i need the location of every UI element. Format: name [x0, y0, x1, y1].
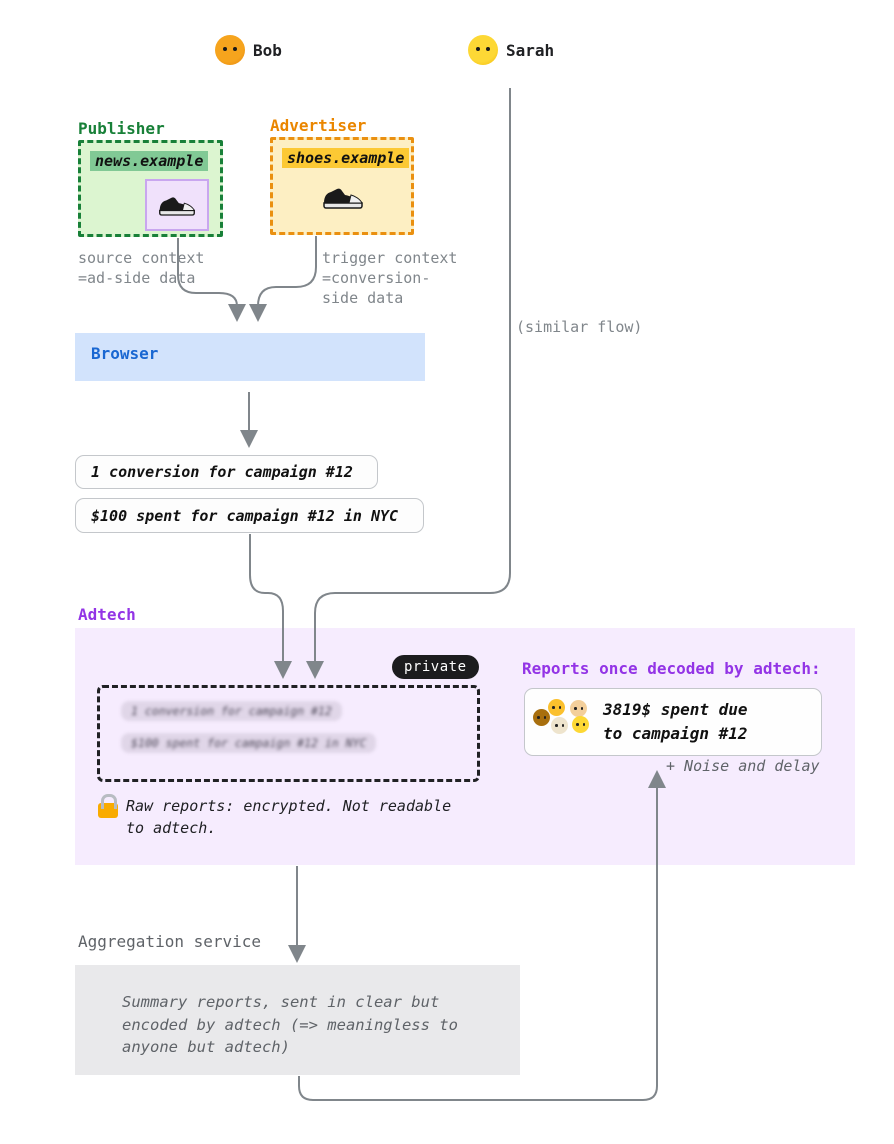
ad-slot [145, 179, 209, 231]
advertiser-box: shoes.example [270, 137, 414, 235]
person-face-icon [570, 700, 587, 717]
publisher-box: news.example [78, 140, 223, 237]
sneaker-icon [157, 193, 197, 217]
sneaker-icon [321, 184, 365, 210]
person-face-icon [572, 716, 589, 733]
private-badge: private [392, 655, 479, 679]
conversion-report-pill: 1 conversion for campaign #12 [75, 455, 378, 489]
publisher-site: news.example [90, 151, 209, 171]
aggregation-service-box: Summary reports, sent in clear but encod… [75, 965, 520, 1075]
bob-label: Bob [253, 41, 282, 60]
aggregation-service-title: Aggregation service [78, 932, 262, 951]
summary-reports-note: Summary reports, sent in clear but encod… [122, 993, 458, 1056]
publisher-title: Publisher [78, 119, 165, 138]
advertiser-site: shoes.example [282, 148, 410, 168]
sarah-label: Sarah [506, 41, 555, 60]
decoded-reports-heading: Reports once decoded by adtech: [522, 659, 821, 678]
raw-reports-note: Raw reports: encrypted. Not readable to … [126, 797, 452, 837]
decoded-report-text: 3819$ spent due to campaign #12 [603, 700, 748, 743]
trigger-context-note: trigger context =conversion- side data [322, 249, 458, 307]
advertiser-to-browser-line [257, 236, 317, 307]
person-face-icon [533, 709, 550, 726]
encrypted-report: $100 spent for campaign #12 in NYC [121, 733, 377, 753]
browser-title: Browser [91, 344, 159, 363]
encrypted-reports-frame: 1 conversion for campaign #12 $100 spent… [97, 685, 480, 782]
person-face-icon [548, 699, 565, 716]
adtech-title: Adtech [78, 605, 136, 624]
encrypted-report: 1 conversion for campaign #12 [121, 701, 342, 721]
bob-avatar [215, 35, 245, 65]
source-context-note: source context =ad-side data [78, 249, 205, 287]
spend-report-pill: $100 spent for campaign #12 in NYC [75, 498, 424, 533]
arrowhead [240, 430, 258, 448]
advertiser-title: Advertiser [270, 116, 367, 135]
arrowhead [228, 304, 246, 322]
noise-delay-note: + Noise and delay [666, 757, 820, 775]
similar-flow-note: (similar flow) [516, 318, 643, 336]
arrowhead [288, 945, 306, 963]
sarah-avatar [468, 35, 498, 65]
browser-box: Browser [75, 333, 425, 381]
decoded-report-box: 3819$ spent due to campaign #12 [524, 688, 822, 756]
person-face-icon [551, 717, 568, 734]
arrowhead [249, 304, 267, 322]
lock-icon [98, 794, 118, 818]
